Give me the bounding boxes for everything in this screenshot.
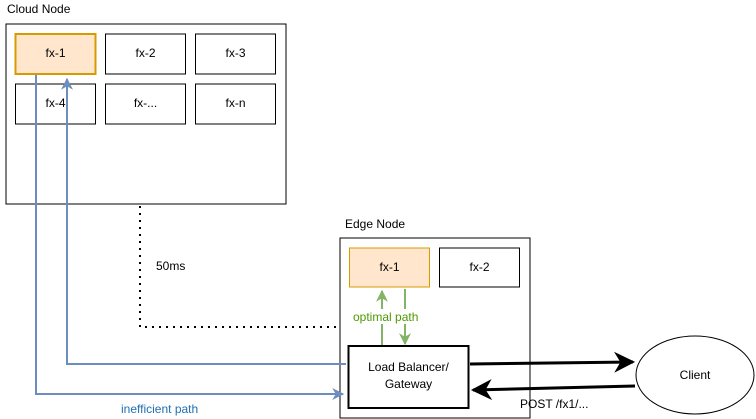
edge-function-fx-1[interactable] [349, 247, 430, 288]
cloud-node-title: Cloud Node [7, 2, 71, 16]
optimal-path-label-bg [351, 309, 430, 324]
client-label: Client [680, 368, 711, 382]
cloud-function-fx-n[interactable] [195, 83, 276, 125]
inefficient-path-to-gateway [35, 75, 345, 400]
optimal-path-label: optimal path [353, 310, 418, 324]
latency-label: 50ms [156, 259, 185, 273]
cloud-function-fx-2[interactable] [105, 33, 186, 75]
gateway-label-line1: Load Balancer/ [368, 360, 449, 374]
cloud-function-fx-ellipsis[interactable] [105, 83, 186, 125]
client-node[interactable] [635, 335, 755, 415]
gateway-label-line2: Gateway [385, 377, 432, 391]
inefficient-path-label: inefficient path [121, 402, 198, 416]
cloud-function-fx-ellipsis-label: fx-... [134, 96, 157, 110]
cloud-function-fx-4-label: fx-4 [45, 96, 65, 110]
cloud-function-fx-2-label: fx-2 [135, 46, 155, 60]
response-arrow [469, 351, 636, 373]
request-label: POST /fx1/... [520, 397, 588, 411]
edge-node-title: Edge Node [345, 217, 405, 231]
edge-function-fx-1-label: fx-1 [379, 260, 399, 274]
inefficient-path-to-cloud [61, 77, 346, 365]
cloud-function-fx-1[interactable] [14, 33, 97, 75]
cloud-function-fx-n-label: fx-n [225, 96, 245, 110]
cloud-function-fx-3[interactable] [195, 33, 276, 75]
cloud-function-fx-4[interactable] [15, 83, 96, 125]
latency-link [139, 206, 336, 328]
request-arrow [470, 379, 636, 401]
cloud-function-fx-3-label: fx-3 [225, 46, 245, 60]
edge-function-fx-2[interactable] [439, 247, 520, 288]
cloud-function-fx-1-label: fx-1 [45, 46, 65, 60]
load-balancer-gateway[interactable] [347, 345, 470, 409]
edge-function-fx-2-label: fx-2 [469, 260, 489, 274]
